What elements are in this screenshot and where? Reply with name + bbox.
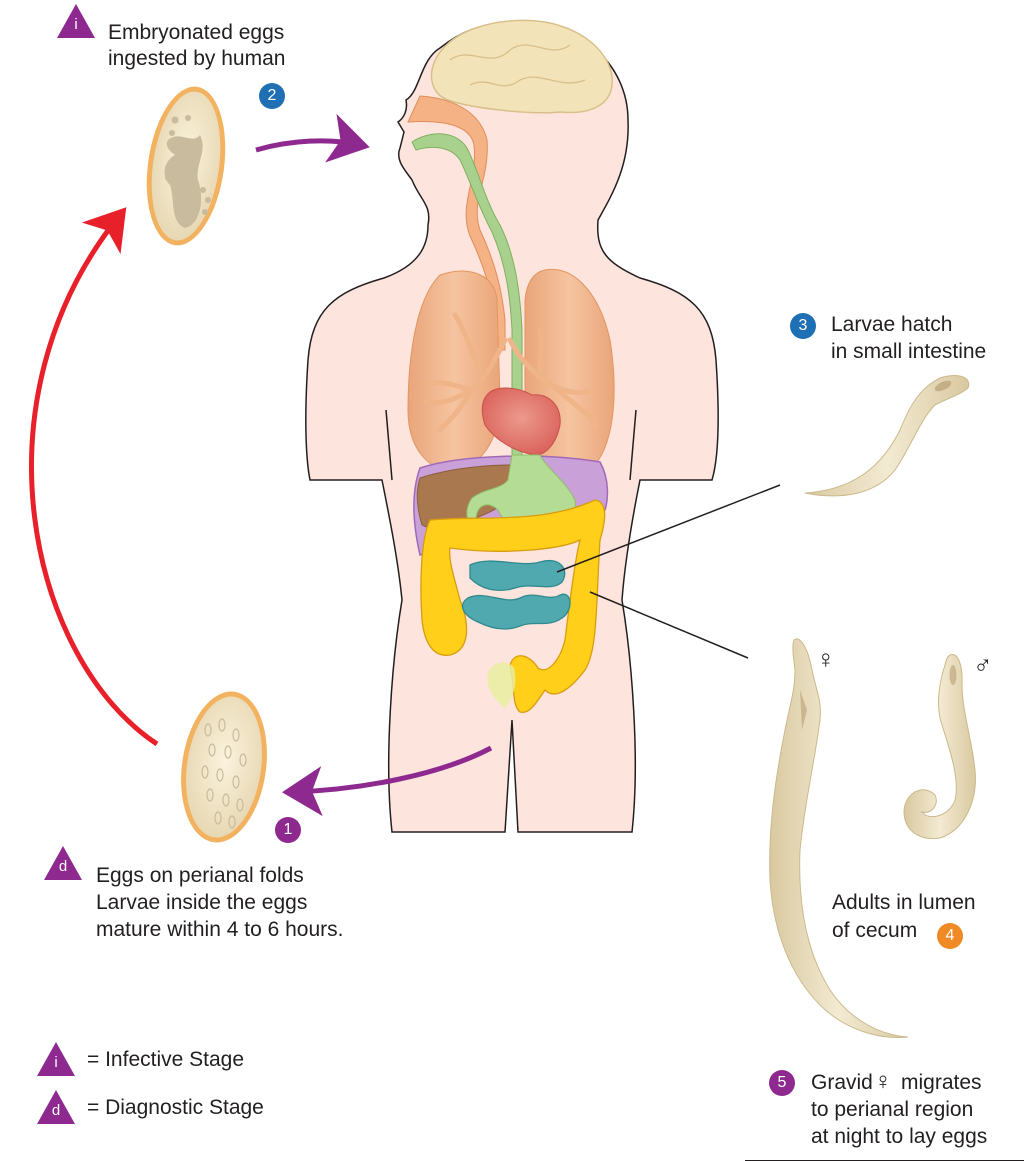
brain-folds (449, 44, 586, 87)
female-symbol-icon: ♀ (816, 644, 836, 674)
left-arm-line (385, 409, 393, 481)
small-intestine (461, 559, 571, 630)
stage-3-label-line-1: Larvae hatch (831, 313, 953, 336)
stage-2-label-line-2: ingested by human (108, 47, 286, 70)
stage-3-label-line-2: in small intestine (831, 340, 987, 363)
larva (804, 375, 970, 497)
stage-2-label-line-1: Embryonated eggs (108, 21, 285, 44)
infective-stage-marker: i (57, 4, 95, 38)
stage-5-label-line-1a: Gravid (811, 1071, 873, 1094)
marker-letter: d (58, 858, 68, 875)
egg-deposit-arrow (282, 745, 493, 817)
ingestion-arrow (255, 113, 370, 163)
legend-diagnostic-marker: d (37, 1090, 75, 1124)
stage-5-label-line-2: to perianal region (811, 1098, 974, 1121)
stage-1-label-line-1: Eggs on perianal folds (96, 864, 304, 887)
bronchi-right (507, 327, 599, 428)
marker-letter: i (54, 1054, 58, 1071)
bladder (487, 662, 516, 708)
trachea (407, 95, 506, 351)
bronchi-left (423, 312, 508, 433)
female-worm (769, 638, 909, 1039)
heart (481, 387, 561, 456)
leader-line-cecum (589, 591, 749, 659)
stage-4-label-line-1: Adults in lumen (832, 891, 976, 914)
stage-4-label-line-2: of cecum (832, 919, 918, 942)
stage-5-label-line-1b: migrates (901, 1071, 982, 1094)
diagnostic-stage-marker: d (44, 846, 82, 880)
stage-1-label-line-2: Larvae inside the eggs (96, 891, 308, 914)
stage-5-label-line-3: at night to lay eggs (811, 1125, 988, 1148)
embryonated-egg (146, 86, 226, 246)
step-3-badge: 3 (790, 313, 816, 339)
female-symbol-icon: ♀ (874, 1068, 892, 1095)
step-5-badge: 5 (769, 1070, 795, 1096)
marker-letter: d (51, 1102, 61, 1119)
perianal-egg (181, 691, 267, 843)
large-intestine (420, 499, 606, 713)
autoinfection-cycle-arrow (29, 207, 159, 747)
step-4-badge: 4 (937, 923, 963, 949)
male-symbol-icon: ♂ (973, 650, 993, 680)
step-2-badge: 2 (259, 83, 285, 109)
legend-infective-marker: i (37, 1042, 75, 1076)
right-arm-line (629, 409, 637, 481)
male-worm (903, 654, 976, 840)
legend-diagnostic-label: = Diagnostic Stage (87, 1096, 264, 1119)
marker-letter: i (74, 16, 78, 33)
legend-infective-label: = Infective Stage (87, 1048, 245, 1071)
stage-1-label-line-3: mature within 4 to 6 hours. (96, 918, 344, 941)
leader-line-small-intestine (556, 484, 781, 573)
brain (430, 19, 613, 114)
step-1-badge: 1 (275, 817, 301, 843)
